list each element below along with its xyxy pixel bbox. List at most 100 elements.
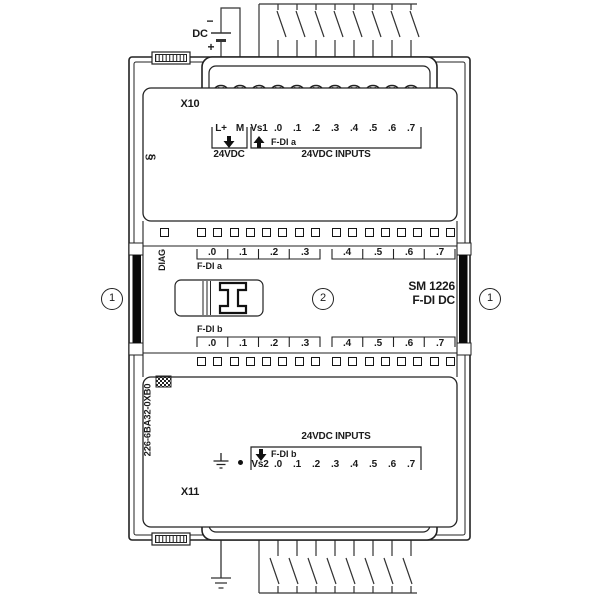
led-indicator	[413, 228, 423, 237]
led-row-b-label: F-DI b	[197, 324, 223, 334]
data-matrix-icon	[155, 375, 172, 388]
led-indicator	[278, 228, 288, 237]
minus-sign: −	[206, 14, 214, 28]
led-indicator	[229, 228, 239, 237]
led-indicator	[429, 357, 439, 366]
x10-terminal-label: .1	[293, 123, 301, 134]
x10-terminal-label: .2	[312, 123, 320, 134]
x11-terminal-label: .4	[350, 459, 358, 470]
section-mark: §	[144, 153, 158, 161]
led-channel-label: .5	[374, 247, 382, 258]
module-name: SM 1226 F-DI DC	[408, 279, 455, 307]
led-group-b1	[197, 357, 320, 366]
right-clip-tab	[456, 242, 472, 256]
x11-group-label: F-DI b	[271, 449, 297, 459]
led-indicator	[310, 228, 320, 237]
module-name-line1: SM 1226	[408, 279, 455, 293]
x11-terminal-label: Vs2	[251, 459, 269, 470]
led-comb-row-b	[196, 336, 456, 347]
led-indicator	[397, 357, 407, 366]
led-indicator	[445, 357, 455, 366]
earth-wire	[211, 540, 231, 589]
x11-terminal-label: .2	[312, 459, 320, 470]
led-indicator	[332, 228, 341, 237]
led-channel-label: .4	[343, 247, 351, 258]
led-channel-label: .1	[239, 338, 247, 349]
left-rail-bar	[132, 255, 141, 343]
led-channel-label: .3	[301, 338, 309, 349]
x10-terminal-label: Vs1	[250, 123, 268, 134]
bottom-sensor-wiring	[258, 540, 417, 594]
bottom-mounting-clip	[151, 532, 191, 546]
dc-source-label: DC	[192, 28, 208, 40]
led-indicator	[310, 357, 320, 366]
diag-label: DIAG	[157, 249, 167, 271]
x10-terminal-label: M	[235, 123, 245, 134]
led-indicator	[229, 357, 239, 366]
right-rail-bar	[459, 255, 468, 343]
down-arrow-icon	[255, 449, 267, 461]
led-indicator	[348, 228, 358, 237]
callout-2: 2	[312, 288, 334, 310]
led-indicator	[380, 228, 390, 237]
callout-1-right: 1	[479, 288, 501, 310]
x10-caption-inputs: 24VDC INPUTS	[301, 149, 371, 160]
led-channel-label: .0	[208, 338, 216, 349]
led-channel-label: .5	[374, 338, 382, 349]
led-indicator	[197, 357, 206, 366]
x10-caption-24vdc: 24VDC	[213, 149, 245, 160]
led-channel-label: .6	[405, 338, 413, 349]
top-supply-wiring	[211, 7, 241, 57]
led-channel-label: .1	[239, 247, 247, 258]
x11-terminal-label: .0	[274, 459, 282, 470]
led-row-a-label: F-DI a	[197, 261, 223, 271]
x10-terminal-label: L+	[215, 123, 227, 134]
led-group-a2	[332, 228, 455, 237]
x10-group-label: F-DI a	[271, 137, 297, 147]
led-indicator	[413, 357, 423, 366]
no-connection-dot-icon	[237, 459, 243, 465]
led-channel-label: .2	[270, 338, 278, 349]
x10-brackets	[211, 127, 422, 149]
x11-terminal-label: .1	[293, 459, 301, 470]
port-label-x11: X11	[180, 486, 200, 498]
x11-terminal-label: .7	[407, 459, 415, 470]
led-indicator	[213, 228, 223, 237]
x10-terminal-label: .4	[350, 123, 358, 134]
led-indicator	[364, 357, 374, 366]
x10-terminal-label: .6	[388, 123, 396, 134]
led-indicator	[429, 228, 439, 237]
led-indicator	[278, 357, 288, 366]
x10-terminal-label: .0	[274, 123, 282, 134]
led-channel-label: .6	[405, 247, 413, 258]
led-indicator	[332, 357, 341, 366]
led-channel-label: .3	[301, 247, 309, 258]
led-channel-label: .0	[208, 247, 216, 258]
led-indicator	[397, 228, 407, 237]
led-indicator	[380, 357, 390, 366]
led-indicator	[262, 357, 272, 366]
led-indicator	[262, 228, 272, 237]
module-name-line2: F-DI DC	[412, 293, 455, 307]
right-clip-tab	[456, 342, 472, 356]
x10-terminal-label: .5	[369, 123, 377, 134]
x10-terminal-label: .7	[407, 123, 415, 134]
x11-caption-inputs: 24VDC INPUTS	[301, 431, 371, 442]
x11-bracket	[250, 446, 422, 470]
led-indicator	[445, 228, 455, 237]
part-number: 226-6BA32-0XB0	[142, 383, 154, 457]
led-indicator	[294, 357, 304, 366]
x10-terminal-label: .3	[331, 123, 339, 134]
port-label-x10: X10	[180, 98, 200, 110]
led-indicator	[294, 228, 304, 237]
led-group-a1	[197, 228, 320, 237]
led-indicator	[245, 357, 255, 366]
led-indicator	[197, 228, 206, 237]
led-indicator	[364, 228, 374, 237]
led-channel-label: .7	[436, 338, 444, 349]
left-clip-tab	[128, 242, 144, 256]
led-indicator	[245, 228, 255, 237]
diag-led	[160, 228, 169, 237]
